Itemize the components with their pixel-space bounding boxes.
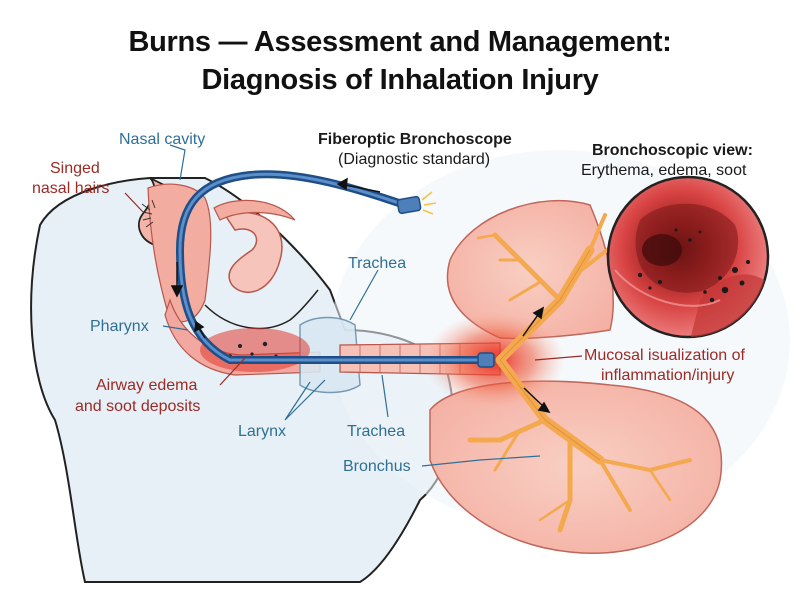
page-title-line-2: Diagnosis of Inhalation Injury <box>201 64 599 96</box>
bronchoscope-tube-highlight <box>178 172 492 362</box>
larynx-structure <box>299 316 361 394</box>
label-trachea-lower: Trachea <box>347 423 405 440</box>
label-bronchus: Bronchus <box>343 458 411 475</box>
tongue <box>223 211 283 294</box>
label-mucosal-line2: inflammation/injury <box>601 367 734 384</box>
label-singed-hairs-line2: nasal hairs <box>32 180 109 197</box>
label-view-title: Bronchoscopic view: <box>592 142 753 159</box>
label-mucosal-line1: Mucosal isualization of <box>584 347 746 364</box>
label-nasal-cavity: Nasal cavity <box>119 131 205 148</box>
page-title-line-1: Burns — Assessment and Management: <box>128 26 672 58</box>
insertion-direction-arrows <box>170 177 551 414</box>
soot-spots-in-view <box>637 228 750 303</box>
label-bronchoscope-subtitle: (Diagnostic standard) <box>338 151 490 168</box>
label-leader-lines <box>124 144 583 467</box>
label-edema-line1: Airway edema <box>96 377 197 394</box>
label-edema-line2: and soot deposits <box>75 398 200 415</box>
label-larynx: Larynx <box>238 423 286 440</box>
right-lower-lung <box>429 380 723 554</box>
bronchial-tree-outline <box>499 249 601 461</box>
bronchoscopic-view-circle <box>606 175 770 339</box>
palate <box>213 199 296 221</box>
singed-hair-marks <box>141 199 156 228</box>
label-singed-hairs-line1: Singed <box>50 160 100 177</box>
bronchoscope-end <box>396 195 422 215</box>
label-pharynx: Pharynx <box>90 318 149 335</box>
label-trachea-upper: Trachea <box>348 255 406 272</box>
light-icon <box>421 191 437 215</box>
bronchoscope-tip <box>477 352 495 368</box>
jaw <box>204 289 319 330</box>
label-view-subtitle: Erythema, edema, soot <box>581 162 747 179</box>
label-bronchoscope-title: Fiberoptic Bronchoscope <box>318 131 512 148</box>
